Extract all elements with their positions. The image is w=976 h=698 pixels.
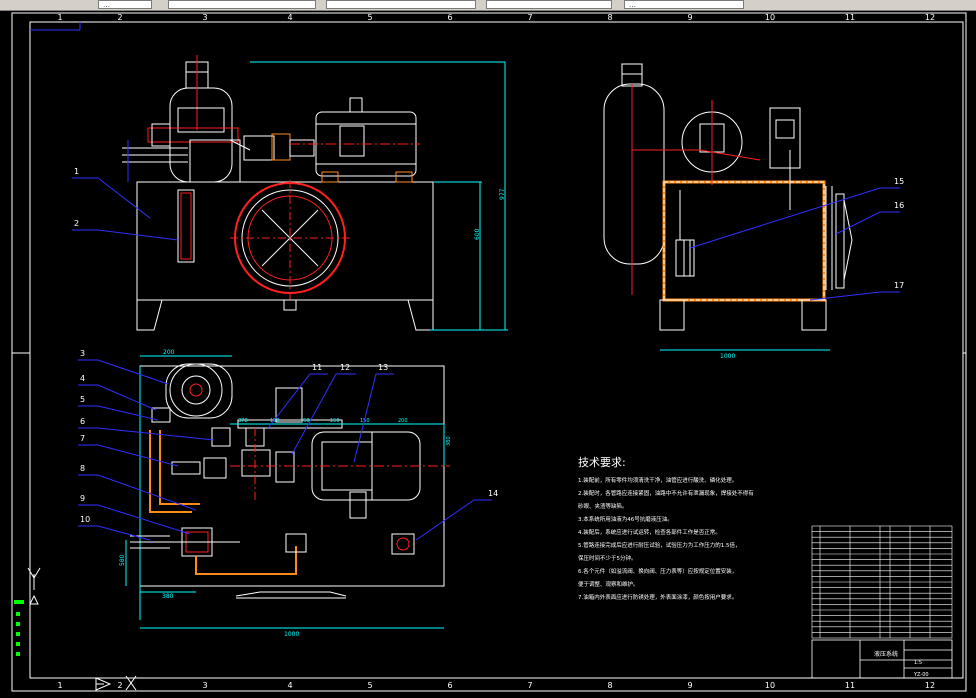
toolbar-tab-4[interactable] (486, 0, 612, 9)
toolbar-tab-5[interactable]: … (624, 0, 744, 9)
tech-requirement-line: 6.各个元件（如溢流阀、换向阀、压力表等）应按规定位置安装， (578, 567, 737, 575)
title-scale: 1:5 (914, 660, 922, 666)
part-label-17: 17 (894, 281, 904, 290)
part-label-11: 11 (312, 363, 322, 372)
grid-label-bottom-9: 9 (687, 681, 692, 690)
dimension-plan-depth: 580 (119, 554, 126, 566)
tech-requirement-line: 保压时间不少于5分钟。 (578, 554, 637, 562)
tech-requirements-list: 1.装配前，所有零件均须清洗干净，油管应进行酸洗、磷化处理。 2.装配时，各管路应… (578, 476, 754, 601)
part-label-2: 2 (74, 219, 79, 228)
part-label-16: 16 (894, 201, 904, 210)
grid-label-bottom-2: 2 (117, 681, 122, 690)
grid-label-bottom-7: 7 (527, 681, 532, 690)
grid-label-bottom-10: 10 (765, 681, 775, 690)
layer-toolbar[interactable] (14, 600, 24, 656)
triangle-icon[interactable] (95, 677, 112, 691)
grid-label-top-3: 3 (202, 13, 207, 22)
part-label-9: 9 (80, 494, 85, 503)
toolbar-tab-2[interactable] (168, 0, 316, 9)
tech-requirement-line: 2.装配时，各管路应连接紧固，油路中不允许有泄漏现象，焊接处不得有 (578, 489, 754, 497)
grid-label-top-2: 2 (117, 13, 122, 22)
title-block (811, 639, 953, 679)
side-view (603, 63, 853, 351)
grid-label-top-1: 1 (57, 13, 62, 22)
dimension-a: 378 (238, 418, 248, 424)
tech-requirements-heading: 技术要求: (578, 456, 626, 469)
grid-label-top-5: 5 (367, 13, 372, 22)
part-label-3: 3 (80, 349, 85, 358)
grid-label-top-4: 4 (287, 13, 292, 22)
grid-label-bottom-3: 3 (202, 681, 207, 690)
grid-label-bottom-5: 5 (367, 681, 372, 690)
leader-lines (72, 177, 900, 541)
dimension-d: 150 (330, 418, 340, 424)
dimension-b: 150 (270, 418, 280, 424)
part-label-14: 14 (488, 489, 498, 498)
part-label-10: 10 (80, 515, 90, 524)
drawing-border (11, 12, 967, 692)
grid-label-bottom-8: 8 (607, 681, 612, 690)
part-label-4: 4 (80, 374, 85, 383)
dimension-motor-width: 200 (163, 349, 175, 356)
dimension-height-total: 977 (499, 188, 506, 200)
snap-icon[interactable] (125, 675, 137, 691)
tech-requirement-line: 4.装配后，系统应进行试运转，检查各部件工作是否正常。 (578, 528, 721, 536)
part-label-8: 8 (80, 464, 85, 473)
title-drawing-name: 液压系统 (874, 650, 898, 658)
tech-requirement-line: 5.管路连接完成后应进行耐压试验，试验压力为工作压力的1.5倍， (578, 541, 741, 549)
part-label-13: 13 (378, 363, 388, 372)
part-label-15: 15 (894, 177, 904, 186)
bill-of-materials (811, 525, 953, 639)
dimension-g: 380 (446, 436, 452, 446)
grid-label-top-11: 11 (845, 13, 855, 22)
grid-label-bottom-11: 11 (845, 681, 855, 690)
toolbar-tab-3[interactable] (326, 0, 476, 9)
cad-toolbar: … … (0, 0, 976, 11)
title-code: YZ-00 (913, 672, 929, 678)
plan-view (125, 355, 450, 629)
tech-requirement-line: 砂眼、夹渣等缺陷。 (578, 502, 628, 510)
grid-label-top-8: 8 (607, 13, 612, 22)
dimension-width-plan: 1000 (284, 631, 299, 638)
dimension-f: 200 (398, 418, 408, 424)
grid-label-top-10: 10 (765, 13, 775, 22)
part-label-5: 5 (80, 395, 85, 404)
grid-label-top-9: 9 (687, 13, 692, 22)
grid-label-bottom-4: 4 (287, 681, 292, 690)
dimension-c: 150 (300, 418, 310, 424)
grid-label-top-12: 12 (925, 13, 935, 22)
part-label-1: 1 (74, 167, 79, 176)
tech-requirement-line: 7.油箱内外表面应进行防锈处理，外表面涂漆，颜色按用户要求。 (578, 593, 737, 601)
grid-label-bottom-12: 12 (925, 681, 935, 690)
tech-requirement-line: 便于调整、观察和维护。 (578, 580, 639, 588)
front-view (122, 55, 508, 331)
grid-label-bottom-6: 6 (447, 681, 452, 690)
dimension-width-side: 1000 (720, 353, 735, 360)
tech-requirement-line: 1.装配前，所有零件均须清洗干净，油管应进行酸洗、磷化处理。 (578, 476, 737, 484)
part-label-12: 12 (340, 363, 350, 372)
grid-label-bottom-1: 1 (57, 681, 62, 690)
part-label-7: 7 (80, 434, 85, 443)
grid-label-top-6: 6 (447, 13, 452, 22)
tech-requirement-line: 3.本系统所用油液为46号抗磨液压油。 (578, 515, 673, 523)
grid-label-top-7: 7 (527, 13, 532, 22)
dimension-plan-left: 380 (162, 593, 174, 600)
dimension-height-tank: 600 (474, 228, 481, 240)
ucs-icon (27, 567, 41, 605)
toolbar-tab-1[interactable]: … (98, 0, 152, 9)
dimension-e: 150 (360, 418, 370, 424)
part-label-6: 6 (80, 417, 85, 426)
